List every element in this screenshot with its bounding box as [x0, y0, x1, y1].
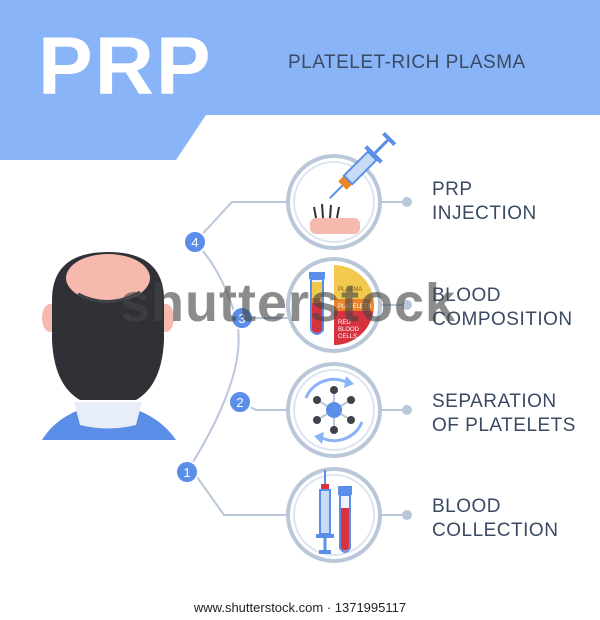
svg-text:PLATELETS: PLATELETS [338, 304, 372, 310]
skin-hair-icon [310, 203, 360, 234]
step-badge-4: 4 [183, 230, 207, 254]
step-label-collection: BLOOD COLLECTION [432, 495, 558, 543]
source-credit: www.shutterstock.com · 1371995117 [193, 600, 407, 615]
step-label-composition: BLOOD COMPOSITION [432, 284, 573, 332]
header-banner [0, 0, 600, 160]
step-label-injection: PRP INJECTION [432, 178, 537, 226]
step-circle-collection [286, 467, 382, 563]
centrifuge-icon [304, 376, 364, 444]
test-tube-icon [309, 272, 325, 335]
svg-text:PLASMA: PLASMA [338, 287, 362, 293]
head-back-icon [42, 252, 176, 440]
step-label-separation: SEPARATION OF PLATELETS [432, 390, 576, 438]
step-badge-1: 1 [175, 460, 199, 484]
watermark: shutterstock [120, 273, 457, 333]
blood-vial-icon [338, 486, 352, 553]
step-label-line: BLOOD [432, 496, 502, 517]
connector-lines [189, 201, 402, 516]
svg-text:3: 3 [238, 311, 245, 326]
step-label-line: COMPOSITION [432, 309, 573, 330]
svg-text:BLOOD: BLOOD [338, 327, 360, 333]
page-title: PRP [38, 21, 213, 112]
svg-text:1: 1 [183, 465, 190, 480]
step-circle-separation [286, 362, 382, 458]
syringe-icon [316, 470, 334, 554]
svg-text:RED: RED [338, 320, 351, 326]
svg-text:2: 2 [236, 395, 243, 410]
step-label-line: PRP [432, 179, 473, 200]
step-badge-3: 3 [230, 306, 254, 330]
connector-dots [402, 197, 412, 520]
step-label-line: BLOOD [432, 285, 502, 306]
svg-text:4: 4 [191, 235, 198, 250]
step-label-line: INJECTION [432, 203, 537, 224]
page-subtitle: PLATELET-RICH PLASMA [288, 52, 526, 73]
syringe-icon [329, 131, 397, 199]
step-badge-2: 2 [228, 390, 252, 414]
step-label-line: OF PLATELETS [432, 415, 576, 436]
step-circle-composition: PLASMA PLATELETS RED BLOOD CELLS [286, 257, 382, 353]
step-label-line: SEPARATION [432, 391, 557, 412]
svg-text:CELLS: CELLS [338, 334, 357, 340]
step-label-line: COLLECTION [432, 520, 559, 541]
step-circle-injection [286, 131, 397, 250]
